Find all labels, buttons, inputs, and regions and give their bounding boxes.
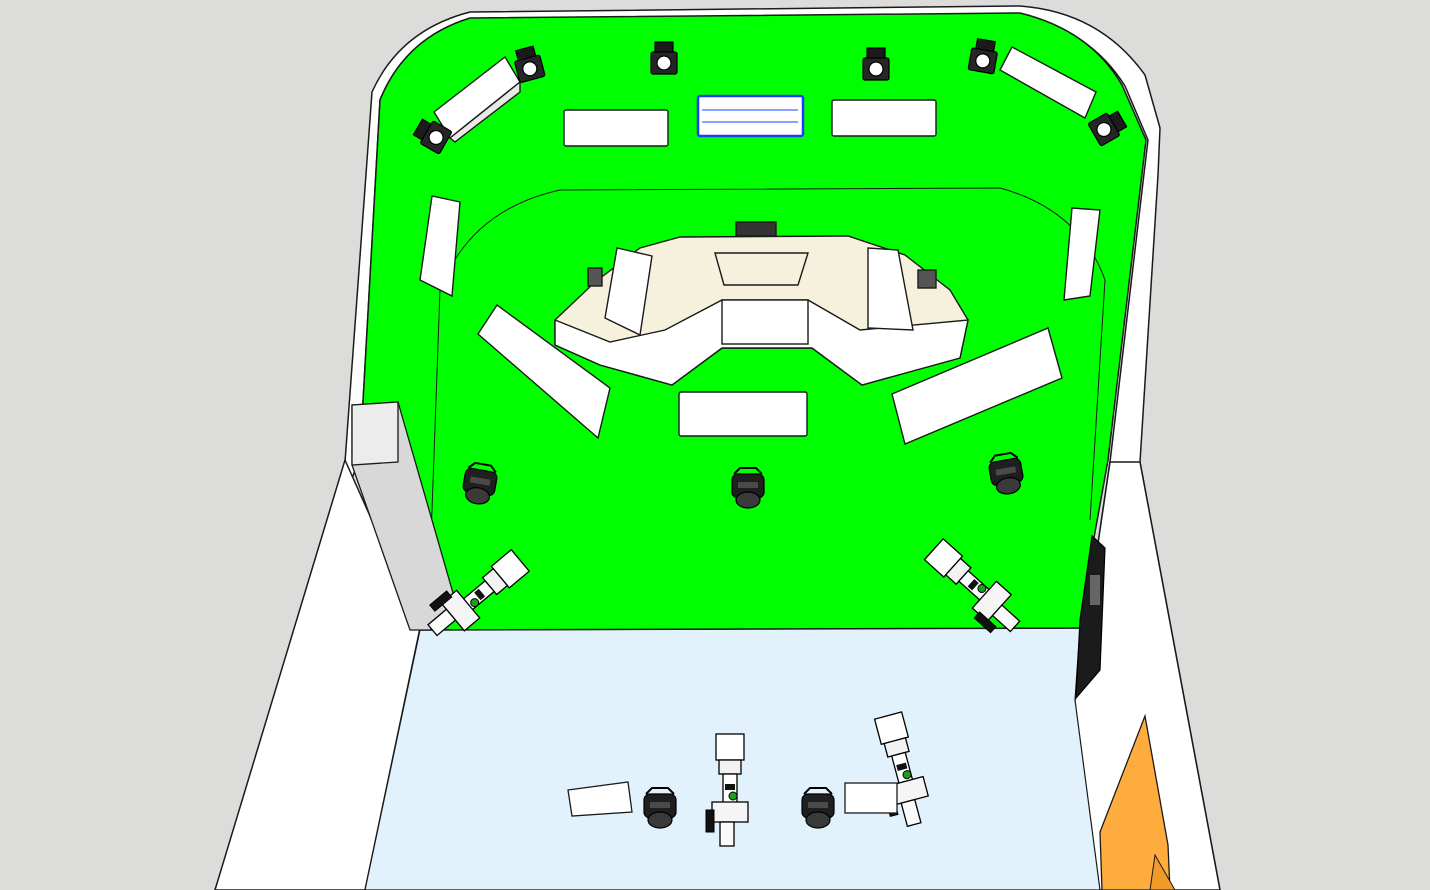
anchor-desk — [554, 221, 969, 386]
top-monitor — [696, 94, 805, 138]
